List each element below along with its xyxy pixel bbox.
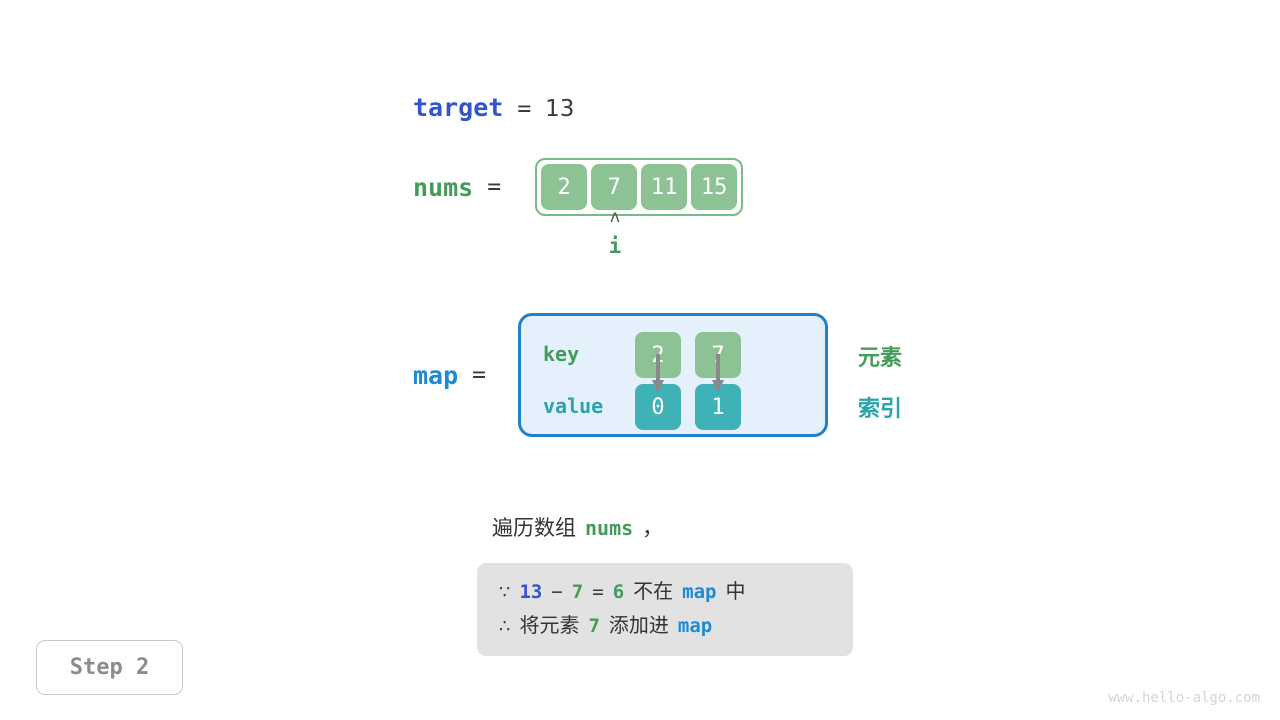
caption-suffix: ， bbox=[642, 516, 664, 540]
index-pointer: ʌ i bbox=[597, 208, 633, 258]
array-cell: 15 bbox=[691, 164, 738, 210]
note-var-map: map bbox=[682, 581, 717, 603]
caption-prefix: 遍历数组 bbox=[492, 516, 576, 540]
explanation-box: ∵ 13 − 7 = 6 不在 map 中 ∴ 将元素 7 添加进 map bbox=[477, 563, 853, 656]
step-badge: Step 2 bbox=[36, 640, 183, 695]
explanation-line-2: ∴ 将元素 7 添加进 map bbox=[499, 609, 831, 643]
key-to-value-arrow-icon bbox=[712, 354, 725, 393]
pointer-label: i bbox=[608, 234, 622, 258]
map-label: map bbox=[413, 360, 459, 390]
watermark: www.hello-algo.com bbox=[1108, 690, 1260, 706]
map-row: map = key value 2 7 0 1 bbox=[413, 313, 829, 437]
nums-array: 2 7 11 15 bbox=[535, 158, 744, 216]
map-index-side-label: 索引 bbox=[858, 397, 903, 422]
map-key-row-label: key bbox=[543, 342, 580, 366]
note-text-middle: 不在 bbox=[633, 579, 674, 603]
nums-label: nums bbox=[413, 172, 474, 202]
note-current-value: 7 bbox=[571, 581, 584, 603]
target-label: target bbox=[413, 93, 504, 122]
target-row: target = 13 bbox=[413, 93, 574, 122]
array-cell: 2 bbox=[541, 164, 588, 210]
note-text-end: 中 bbox=[725, 579, 746, 603]
note2-var-map: map bbox=[677, 615, 713, 637]
equals-operator: = bbox=[592, 581, 604, 603]
caption-var-nums: nums bbox=[585, 516, 634, 540]
map-value-cell: 1 bbox=[695, 384, 742, 430]
note-target-value: 13 bbox=[519, 581, 543, 603]
map-value-cell: 0 bbox=[635, 384, 682, 430]
array-cell: 7 bbox=[591, 164, 638, 210]
note2-value: 7 bbox=[588, 615, 600, 637]
map-value-row-label: value bbox=[543, 394, 604, 418]
nums-equals-sign: = bbox=[487, 174, 502, 200]
map-container: key value 2 7 0 1 bbox=[518, 313, 829, 437]
pointer-caret-icon: ʌ bbox=[609, 207, 621, 227]
map-equals-sign: = bbox=[472, 362, 487, 388]
target-value: 13 bbox=[545, 96, 575, 122]
caption-line: 遍历数组 nums ， bbox=[492, 512, 663, 542]
note-complement-value: 6 bbox=[612, 581, 625, 603]
target-equals-sign: = bbox=[517, 96, 532, 122]
array-cell: 11 bbox=[641, 164, 688, 210]
because-symbol: ∵ bbox=[499, 582, 511, 603]
map-element-side-label: 元素 bbox=[858, 346, 903, 371]
minus-operator: − bbox=[551, 581, 563, 603]
key-to-value-arrow-icon bbox=[652, 354, 665, 393]
note2-text-start: 将元素 bbox=[519, 613, 580, 637]
therefore-symbol: ∴ bbox=[499, 616, 511, 637]
note2-text-middle: 添加进 bbox=[608, 613, 669, 637]
explanation-line-1: ∵ 13 − 7 = 6 不在 map 中 bbox=[499, 575, 831, 609]
nums-row: nums = 2 7 11 15 bbox=[413, 158, 744, 216]
